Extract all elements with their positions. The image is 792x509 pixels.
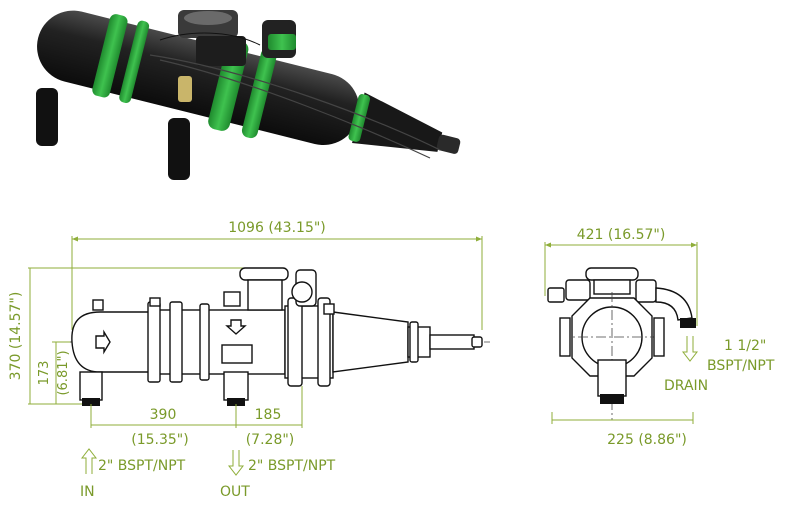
inlet-leg (36, 88, 58, 146)
filter-cone (332, 311, 409, 373)
clamp-ring-5 (348, 94, 371, 142)
drain-size-line2: BSPT/NPT (707, 358, 775, 374)
side-width-label: 421 (16.57") (577, 227, 666, 243)
inlet-housing (71, 311, 151, 373)
drain-size-line1: 1 1/2" (724, 338, 766, 354)
inlet-offset-label: 390 (150, 407, 177, 423)
drain-down-arrow-icon (681, 336, 699, 362)
inlet-offset-inch-label: (15.35") (131, 432, 188, 448)
flow-arrow-down-icon (225, 319, 247, 335)
front-view: 1096 (43.15") 370 (14.57") 173 (6.81") (8, 220, 490, 500)
overall-height-label: 370 (14.57") (8, 292, 24, 381)
overall-length-label: 1096 (43.15") (228, 220, 326, 236)
clamp-ring-4 (241, 47, 277, 139)
outlet-leg (168, 118, 190, 180)
inlet-up-arrow-icon (80, 448, 98, 474)
axis-height-inch-label: (6.81") (56, 350, 71, 395)
outlet-label: OUT (220, 484, 250, 500)
outlet-offset-label: 185 (255, 407, 282, 423)
clamp-ring-2 (119, 20, 150, 103)
drain-elbow (655, 287, 693, 321)
flow-arrow-in-icon (95, 329, 111, 355)
side-view: 421 (16.57") 225 (8.86") 1 1/2" BSPT/NPT… (544, 227, 775, 448)
product-render (36, 10, 461, 180)
inlet-label: IN (80, 484, 95, 500)
side-base-width-label: 225 (8.86") (607, 432, 687, 448)
drain-label: DRAIN (664, 378, 708, 394)
outlet-size-label: 2" BSPT/NPT (248, 458, 336, 474)
outlet-down-arrow-icon (227, 450, 245, 476)
outlet-offset-inch-label: (7.28") (246, 432, 295, 448)
clamp-ring-1 (92, 14, 128, 98)
inlet-size-label: 2" BSPT/NPT (98, 458, 186, 474)
axis-height-label: 173 (37, 361, 52, 386)
